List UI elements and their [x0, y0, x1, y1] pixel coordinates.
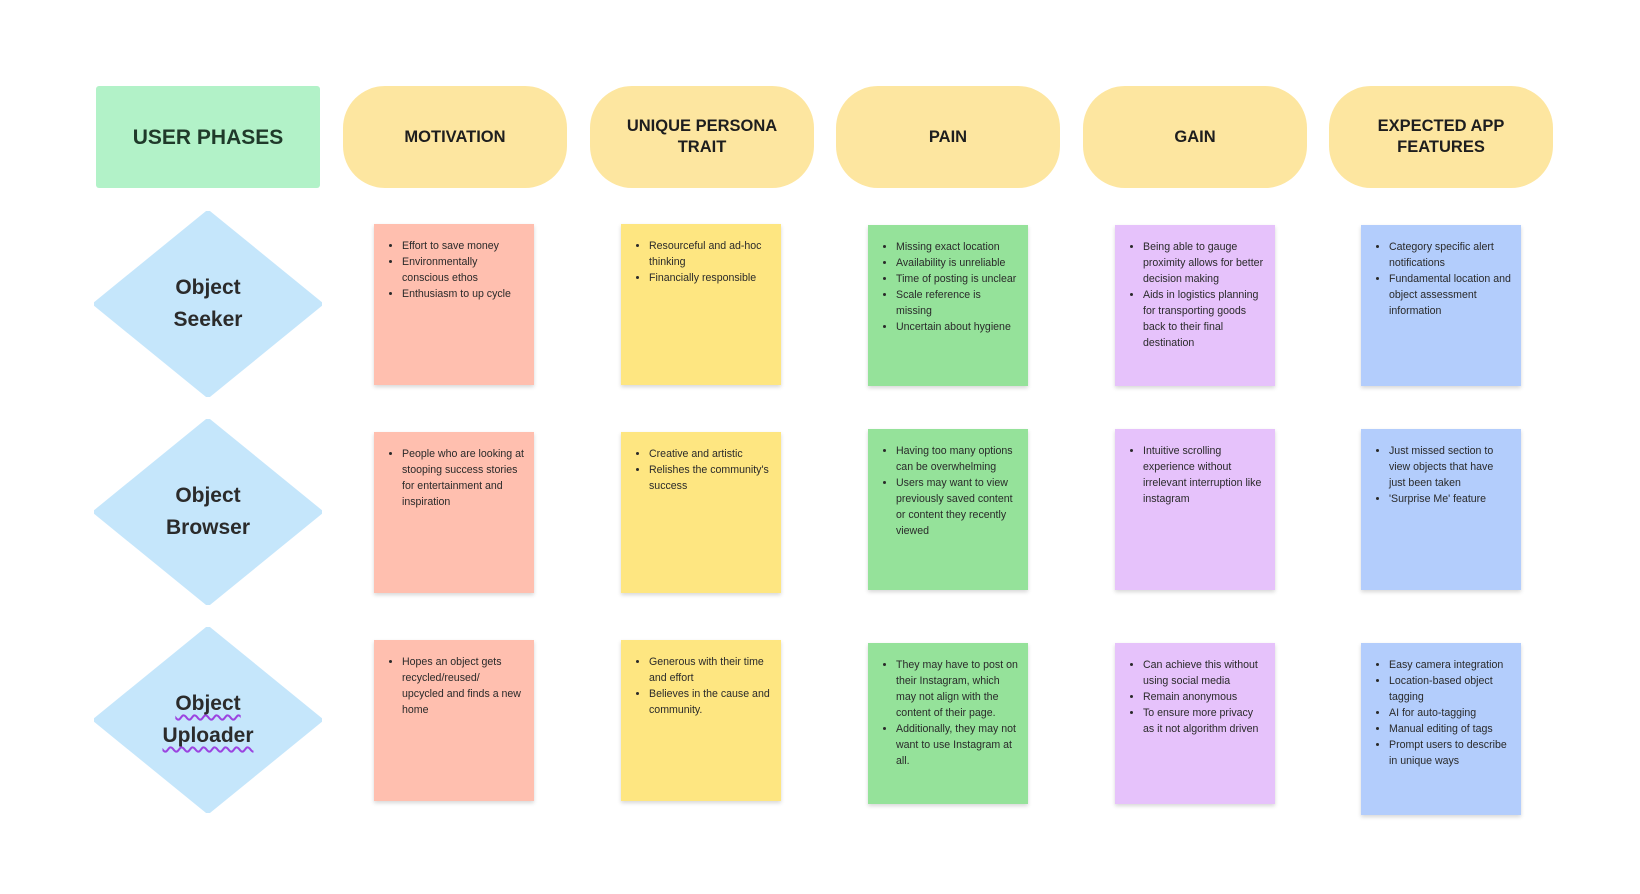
sticky-note-motivation-uploader: Hopes an object gets recycled/reused/ up…	[374, 640, 534, 801]
header-expected-app-features: EXPECTED APP FEATURES	[1329, 86, 1553, 188]
list-item: Effort to save money	[402, 238, 524, 254]
list-item: Environmentally conscious ethos	[402, 254, 524, 286]
list-item: Uncertain about hygiene	[896, 319, 1018, 335]
sticky-note-pain-browser: Having too many options can be overwhelm…	[868, 429, 1028, 590]
phase-name-line1: Object	[175, 276, 241, 299]
phase-label: Object Browser	[94, 419, 322, 605]
sticky-note-gain-seeker: Being able to gauge proximity allows for…	[1115, 225, 1275, 386]
list-item: Manual editing of tags	[1389, 721, 1511, 737]
list-item: Creative and artistic	[649, 446, 771, 462]
list-item: Time of posting is unclear	[896, 271, 1018, 287]
header-gain: GAIN	[1083, 86, 1307, 188]
sticky-note-motivation-browser: People who are looking at stooping succe…	[374, 432, 534, 593]
phase-name-line2: Uploader	[162, 724, 254, 747]
list-item: Generous with their time and effort	[649, 654, 771, 686]
sticky-note-pain-seeker: Missing exact location Availability is u…	[868, 225, 1028, 386]
list-item: Just missed section to view objects that…	[1389, 443, 1511, 491]
list-item: Remain anonymous	[1143, 689, 1265, 705]
phase-name-line2: Seeker	[173, 308, 243, 331]
header-motivation: MOTIVATION	[343, 86, 567, 188]
list-item: Intuitive scrolling experience without i…	[1143, 443, 1265, 507]
header-pain: PAIN	[836, 86, 1060, 188]
list-item: Enthusiasm to up cycle	[402, 286, 524, 302]
sticky-note-features-seeker: Category specific alert notifications Fu…	[1361, 225, 1521, 386]
sticky-note-features-browser: Just missed section to view objects that…	[1361, 429, 1521, 590]
phase-name-line1: Object	[175, 484, 241, 507]
list-item: Prompt users to describe in unique ways	[1389, 737, 1511, 769]
phase-label: Object Seeker	[94, 211, 322, 397]
diamond-shape	[94, 419, 322, 605]
sticky-note-pain-uploader: They may have to post on their Instagram…	[868, 643, 1028, 804]
list-item: Being able to gauge proximity allows for…	[1143, 239, 1265, 287]
sticky-note-trait-seeker: Resourceful and ad-hoc thinking Financia…	[621, 224, 781, 385]
sticky-note-motivation-seeker: Effort to save money Environmentally con…	[374, 224, 534, 385]
list-item: Users may want to view previously saved …	[896, 475, 1018, 539]
list-item: Aids in logistics planning for transport…	[1143, 287, 1265, 351]
list-item: Easy camera integration	[1389, 657, 1511, 673]
list-item: Believes in the cause and community.	[649, 686, 771, 718]
list-item: AI for auto-tagging	[1389, 705, 1511, 721]
list-item: Financially responsible	[649, 270, 771, 286]
list-item: Additionally, they may not want to use I…	[896, 721, 1018, 769]
sticky-note-gain-browser: Intuitive scrolling experience without i…	[1115, 429, 1275, 590]
header-user-phases: USER PHASES	[96, 86, 320, 188]
list-item: 'Surprise Me' feature	[1389, 491, 1511, 507]
phase-name-line1: Object	[175, 692, 241, 715]
list-item: Category specific alert notifications	[1389, 239, 1511, 271]
list-item: Scale reference is missing	[896, 287, 1018, 319]
list-item: Location-based object tagging	[1389, 673, 1511, 705]
list-item: Missing exact location	[896, 239, 1018, 255]
list-item: Availability is unreliable	[896, 255, 1018, 271]
list-item: Resourceful and ad-hoc thinking	[649, 238, 771, 270]
sticky-note-features-uploader: Easy camera integration Location-based o…	[1361, 643, 1521, 815]
sticky-note-trait-uploader: Generous with their time and effort Beli…	[621, 640, 781, 801]
list-item: Fundamental location and object assessme…	[1389, 271, 1511, 319]
list-item: They may have to post on their Instagram…	[896, 657, 1018, 721]
phase-diamond-object-uploader: Object Uploader	[94, 627, 322, 813]
phase-name-line2: Browser	[165, 516, 251, 539]
diamond-shape	[94, 627, 322, 813]
sticky-note-gain-uploader: Can achieve this without using social me…	[1115, 643, 1275, 804]
list-item: Can achieve this without using social me…	[1143, 657, 1265, 689]
list-item: To ensure more privacy as it not algorit…	[1143, 705, 1265, 737]
list-item: Having too many options can be overwhelm…	[896, 443, 1018, 475]
list-item: Relishes the community's success	[649, 462, 771, 494]
phase-diamond-object-seeker: Object Seeker	[94, 211, 322, 397]
phase-label: Object Uploader	[94, 627, 322, 813]
list-item: People who are looking at stooping succe…	[402, 446, 524, 510]
diamond-shape	[94, 211, 322, 397]
sticky-note-trait-browser: Creative and artistic Relishes the commu…	[621, 432, 781, 593]
header-unique-persona-trait: UNIQUE PERSONA TRAIT	[590, 86, 814, 188]
phase-diamond-object-browser: Object Browser	[94, 419, 322, 605]
list-item: Hopes an object gets recycled/reused/ up…	[402, 654, 524, 718]
